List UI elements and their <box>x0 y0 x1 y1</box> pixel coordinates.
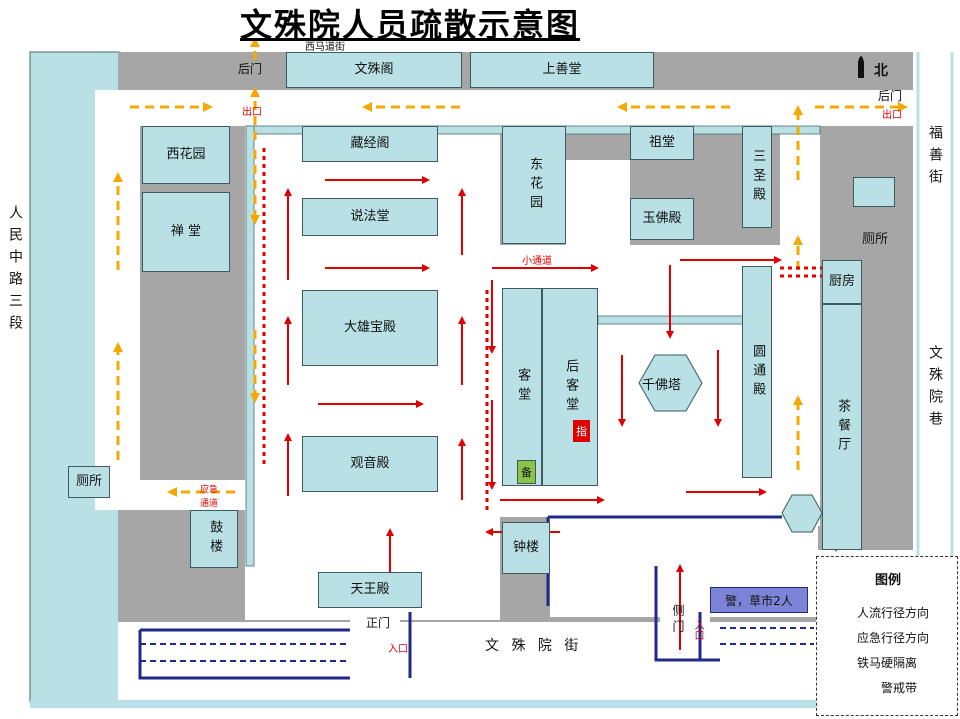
barrier-lines <box>138 515 814 680</box>
barrier-line <box>138 630 350 680</box>
west-wall-strip <box>245 125 255 567</box>
walkway-west <box>95 90 140 510</box>
building-label: 祖堂 <box>648 134 675 150</box>
building-label: 后客堂 <box>563 358 579 416</box>
street-north-label: 西马道街 <box>305 42 345 53</box>
building-label: 说法堂 <box>350 208 390 224</box>
building-yufodian: 玉佛殿 <box>630 198 694 240</box>
street-east-top-label: 福善街 <box>927 125 943 191</box>
legend-item-emergency: 应急行径方向 <box>857 631 930 645</box>
building-label: 观音殿 <box>350 455 390 471</box>
building-zangjingge: 藏经阁 <box>302 126 438 162</box>
cemen-label: 侧门 <box>671 604 685 636</box>
legend-item-flow: 人流行径方向 <box>857 606 930 620</box>
ground-south-strip <box>30 700 820 708</box>
building-tianwangdian: 天王殿 <box>318 572 422 608</box>
walkway-east <box>780 126 820 526</box>
legend-title: 图例 <box>875 573 902 588</box>
hexagon-qianfota <box>638 354 703 412</box>
walkway-center-top <box>565 160 630 245</box>
building-label: 圆通殿 <box>750 343 766 401</box>
cordon-lines <box>262 148 822 512</box>
rukou-side-label: 入口 <box>692 620 703 640</box>
building-gulou: 鼓楼 <box>190 510 238 568</box>
building-label: 三圣殿 <box>750 148 766 206</box>
police-box: 警，草市2人 <box>710 587 808 613</box>
chukou-ne-label: 出口 <box>882 110 902 121</box>
building-cesuo-west: 厕所 <box>68 466 110 498</box>
houmen-ne-label: 后门 <box>878 89 903 103</box>
command-post-marker: 指 <box>573 420 590 442</box>
building-small-east <box>853 177 895 207</box>
building-label: 鼓楼 <box>207 520 223 558</box>
building-houketang: 后客堂 <box>542 288 598 486</box>
building-xihuayuan: 西花园 <box>142 126 230 184</box>
walkway-west-south <box>95 480 245 510</box>
building-shangshantang: 上善堂 <box>470 52 654 88</box>
building-label: 厕所 <box>75 473 102 489</box>
cesuo-east-label: 厕所 <box>862 232 889 247</box>
building-label: 客堂 <box>515 368 531 406</box>
building-chufang: 厨房 <box>822 260 862 304</box>
building-donghuayuan: 东花园 <box>502 126 566 244</box>
building-label: 玉佛殿 <box>642 210 682 226</box>
rukou-main-label: 入口 <box>388 644 408 655</box>
building-label: 厨房 <box>828 273 855 289</box>
building-ketang: 客堂 <box>502 288 542 486</box>
building-guanyindian: 观音殿 <box>302 436 438 492</box>
building-daxiongbaodian: 大雄宝殿 <box>302 290 438 366</box>
walkway-side-gate <box>660 560 710 660</box>
zhengmen-label: 正门 <box>366 616 391 630</box>
building-chantang: 禅 堂 <box>142 192 230 272</box>
building-label: 藏经阁 <box>350 135 390 151</box>
qianfota-label: 千佛塔 <box>642 378 682 393</box>
building-zhonglou: 钟楼 <box>502 522 550 574</box>
building-shuofatang: 说法堂 <box>302 198 438 236</box>
building-label: 上善堂 <box>542 61 582 77</box>
page-title: 文殊院人员疏散示意图 <box>240 6 581 44</box>
building-label: 茶餐厅 <box>835 398 851 456</box>
building-label: 钟楼 <box>512 539 539 555</box>
building-zutang: 祖堂 <box>630 126 694 160</box>
legend-item-cordon: 警戒带 <box>881 681 918 695</box>
yingji-label-1: 应急 <box>200 485 219 495</box>
building-label: 西花园 <box>166 146 206 162</box>
building-yuantongdian: 圆通殿 <box>742 266 772 478</box>
legend: 图例 人流行径方向 应急行径方向 铁马硬隔离 警戒带 <box>816 556 958 716</box>
street-west-label: 人民中路三段 <box>7 205 23 337</box>
building-wenshuge: 文殊阁 <box>286 52 462 88</box>
xiaotongdao-label: 小通道 <box>522 256 552 267</box>
building-label: 天王殿 <box>350 581 390 597</box>
building-sanshengdian: 三圣殿 <box>742 126 772 228</box>
building-label: 禅 堂 <box>170 223 202 239</box>
flow-arrows <box>284 176 858 650</box>
chukou-nw-label: 出口 <box>242 107 262 118</box>
emergency-arrows <box>113 37 908 497</box>
building-label: 大雄宝殿 <box>343 319 396 335</box>
north-arrow-icon <box>858 56 864 78</box>
north-label: 北 <box>874 63 888 79</box>
reserve-marker: 备 <box>517 460 536 484</box>
walkway-gate <box>350 608 400 648</box>
building-label: 文殊阁 <box>354 61 394 77</box>
yingji-label-2: 通道 <box>200 499 219 509</box>
walkway-north <box>95 90 915 126</box>
building-chacanting: 茶餐厅 <box>822 304 862 550</box>
hexagon-small <box>781 494 823 533</box>
street-east-bottom-label: 文殊院巷 <box>927 345 943 433</box>
building-label: 东花园 <box>527 156 543 214</box>
houmen-nw-label: 后门 <box>238 62 263 76</box>
street-south-label: 文 殊 院 街 <box>485 638 583 654</box>
legend-item-barrier: 铁马硬隔离 <box>857 656 918 670</box>
